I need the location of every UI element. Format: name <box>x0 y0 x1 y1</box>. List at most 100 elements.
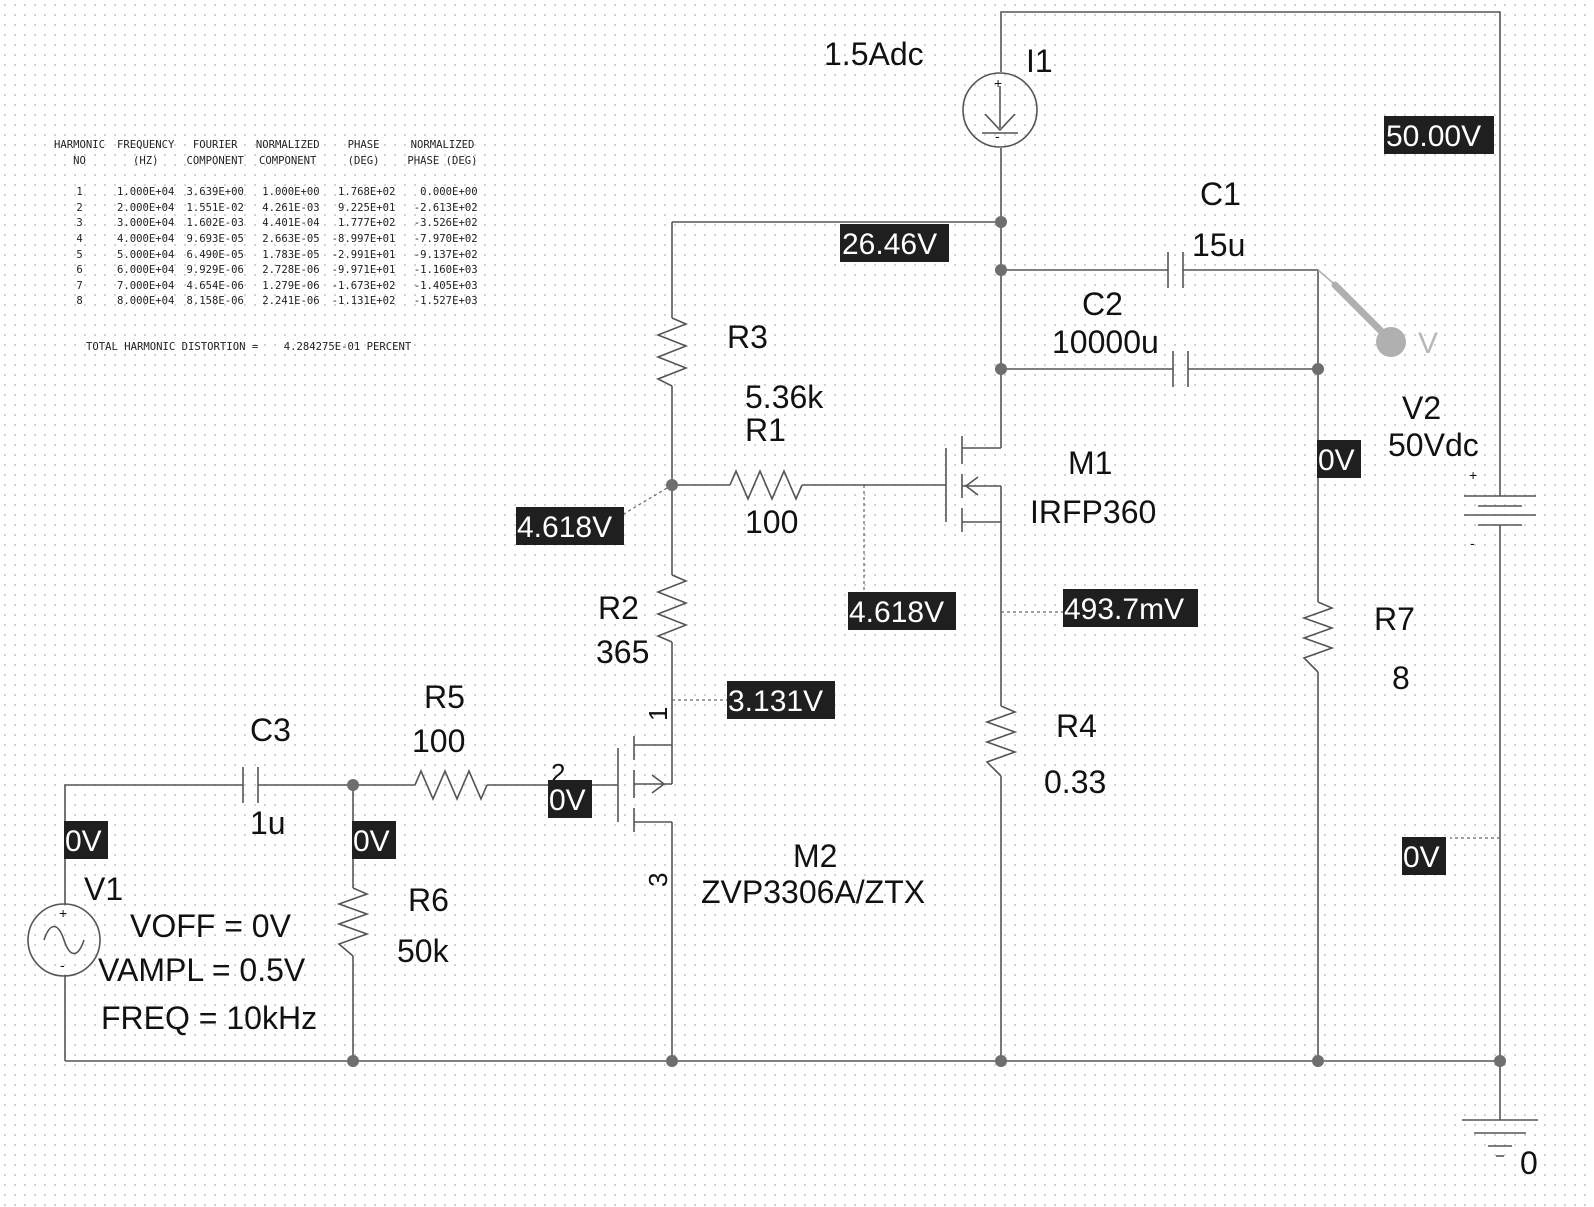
table-cell: 1.777E+02 <box>338 217 396 230</box>
voltage-probe-icon[interactable] <box>1317 269 1406 357</box>
voltage-tag-output: 0V <box>1317 440 1361 478</box>
i1-value: 1.5Adc <box>824 36 924 72</box>
header-phase: PHASE(DEG) <box>347 139 380 167</box>
table-cell: -8.997E+01 <box>331 232 396 245</box>
voltage-tag-m1-source: 493.7mV <box>1063 589 1198 627</box>
table-cell: -1.527E+03 <box>413 295 478 308</box>
voltage-tag-m2-gate: 0V <box>548 780 592 818</box>
table-cell: 9.929E-06 <box>186 264 244 277</box>
table-cell: 3.000E+04 <box>117 217 175 230</box>
table-cell: 1.602E-03 <box>186 217 244 230</box>
svg-text:0V: 0V <box>65 825 102 858</box>
table-cell: 1.783E-05 <box>262 248 320 261</box>
c2-name: C2 <box>1082 286 1123 322</box>
r5-value: 100 <box>412 723 465 759</box>
table-cell: 3 <box>76 217 83 230</box>
capacitor-c3 <box>242 767 259 803</box>
r3-value: 5.36k <box>745 379 824 415</box>
m1-value: IRFP360 <box>1030 494 1156 530</box>
voltage-tag-m1-gate: 4.618V <box>848 592 956 630</box>
voltage-leaders <box>621 484 1500 839</box>
v2-name: V2 <box>1402 390 1441 426</box>
table-cell: 8.158E-06 <box>186 295 244 308</box>
table-cell: 6.000E+04 <box>117 264 175 277</box>
table-cell: 2.000E+04 <box>117 201 175 214</box>
table-cell: 1.768E+02 <box>338 186 396 199</box>
v2-value: 50Vdc <box>1388 427 1479 463</box>
table-cell: 4.401E-04 <box>262 217 320 230</box>
table-cell: -1.160E+03 <box>413 264 478 277</box>
svg-text:+: + <box>1469 467 1477 483</box>
table-cell: 4.261E-03 <box>262 201 320 214</box>
mosfet-m1 <box>945 436 1002 532</box>
svg-text:-: - <box>60 957 65 973</box>
table-cell: 2.241E-06 <box>262 295 320 308</box>
svg-text:+: + <box>994 75 1002 91</box>
table-cell: 1 <box>76 186 83 199</box>
table-cell: 0.000E+00 <box>420 186 478 199</box>
v1-name: V1 <box>84 871 123 907</box>
total-harmonic-distortion: TOTAL HARMONIC DISTORTION = 4.284275E-01… <box>86 340 412 353</box>
junction-dots <box>347 216 1506 1067</box>
table-cell: 8.000E+04 <box>117 295 175 308</box>
table-cell: -1.405E+03 <box>413 279 478 292</box>
table-cell: 2.728E-06 <box>262 264 320 277</box>
m2-name: M2 <box>793 838 837 874</box>
r5-name: R5 <box>424 679 465 715</box>
r2-value: 365 <box>596 634 649 670</box>
header-frequency: FREQUENCY(HZ) <box>117 139 175 167</box>
m2-pin-3: 3 <box>643 873 673 887</box>
r7-name: R7 <box>1374 601 1415 637</box>
m2-value: ZVP3306A/ZTX <box>701 874 925 910</box>
table-cell: 9.693E-05 <box>186 232 244 245</box>
resistor-r1 <box>729 468 803 502</box>
voltage-tag-v1-node: 0V <box>64 821 108 859</box>
c1-value: 15u <box>1192 227 1245 263</box>
table-cell: 1.279E-06 <box>262 279 320 292</box>
dc-source-v2: + - <box>1464 467 1536 551</box>
m2-pin-1: 1 <box>643 707 673 721</box>
table-cell: -1.131E+02 <box>331 295 396 308</box>
r1-value: 100 <box>745 504 798 540</box>
table-cell: 1.000E+00 <box>262 186 320 199</box>
resistor-r3 <box>655 317 689 387</box>
m1-name: M1 <box>1068 445 1112 481</box>
table-cell: 5.000E+04 <box>117 248 175 261</box>
table-cell: 1.551E-02 <box>186 201 244 214</box>
capacitor-c1 <box>1167 252 1184 288</box>
svg-text:4.618V: 4.618V <box>849 596 944 629</box>
table-row: 3 3.000E+04 1.602E-03 4.401E-04 1.777E+02 -3.… <box>48 216 484 232</box>
r3-name: R3 <box>727 319 768 355</box>
table-cell: 4 <box>76 232 83 245</box>
sine-source-v1: + - <box>27 903 101 977</box>
current-source-i1: + - <box>962 72 1038 148</box>
svg-text:493.7mV: 493.7mV <box>1064 593 1184 626</box>
i1-name: I1 <box>1026 43 1053 79</box>
voltage-tag-v2-minus: 0V <box>1402 837 1446 875</box>
probe-label: V <box>1418 327 1438 360</box>
table-cell: 1.000E+04 <box>117 186 175 199</box>
voltage-tag-r2-top: 4.618V <box>516 507 624 545</box>
resistor-r2 <box>655 574 689 643</box>
table-cell: 4.000E+04 <box>117 232 175 245</box>
r4-value: 0.33 <box>1044 764 1106 800</box>
table-cell: -1.673E+02 <box>331 279 396 292</box>
svg-text:3.131V: 3.131V <box>728 685 823 718</box>
v1-vampl: VAMPL = 0.5V <box>98 952 306 988</box>
r1-name: R1 <box>745 412 786 448</box>
table-cell: -2.991E+01 <box>331 248 396 261</box>
table-cell: 2.663E-05 <box>262 232 320 245</box>
table-cell: -3.526E+02 <box>413 217 478 230</box>
table-cell: 5 <box>76 248 83 261</box>
c3-name: C3 <box>250 712 291 748</box>
svg-text:0V: 0V <box>549 784 586 817</box>
